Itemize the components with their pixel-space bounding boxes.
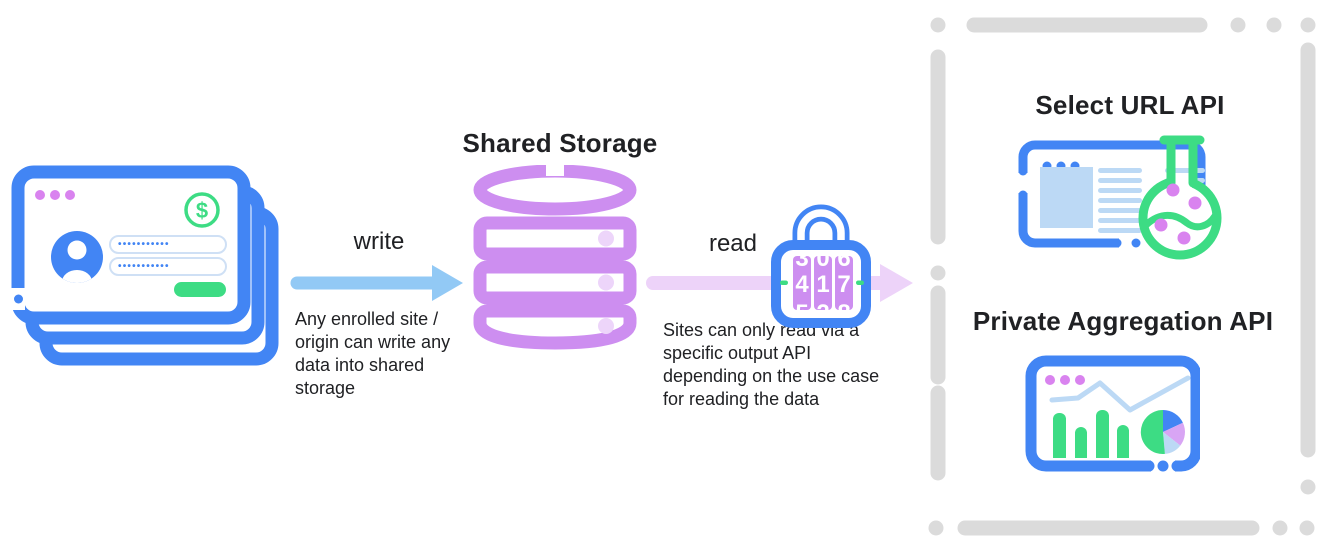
dial-marker-left bbox=[780, 280, 788, 285]
border-dot bbox=[1157, 460, 1169, 472]
write-label: write bbox=[353, 228, 405, 255]
user-avatar-icon bbox=[51, 231, 103, 283]
password-value-2: ••••••••••• bbox=[118, 261, 170, 272]
private-aggregation-api-title: Private Aggregation API bbox=[972, 306, 1274, 336]
svg-text:3: 3 bbox=[795, 245, 808, 272]
svg-text:8: 8 bbox=[837, 300, 850, 327]
svg-text:2: 2 bbox=[816, 300, 829, 327]
read-description: Sites can only read via a specific outpu… bbox=[663, 320, 880, 409]
write-arrow-icon bbox=[290, 265, 463, 301]
flask-bubbles bbox=[1154, 183, 1202, 245]
select-url-api-title: Select URL API bbox=[1035, 90, 1225, 120]
pie-chart bbox=[1140, 409, 1185, 454]
database-band-1 bbox=[473, 216, 637, 261]
lock-dial-1[interactable]: 3 4 5 bbox=[793, 245, 811, 327]
svg-text:7: 7 bbox=[837, 271, 850, 298]
private-aggregation-api-icon bbox=[1025, 355, 1200, 472]
dial-marker-right bbox=[856, 280, 864, 285]
write-description: Any enrolled site / origin can write any… bbox=[295, 309, 451, 398]
database-band-2 bbox=[473, 260, 637, 305]
output-gate-dashed-frame bbox=[928, 17, 1316, 536]
flask-liquid-line bbox=[1142, 211, 1219, 231]
svg-text:5: 5 bbox=[795, 300, 808, 327]
dollar-icon: $ bbox=[184, 192, 220, 228]
select-url-api-icon bbox=[1017, 135, 1222, 260]
shared-storage-title: Shared Storage bbox=[462, 128, 658, 158]
svg-text:4: 4 bbox=[795, 271, 809, 298]
read-label: read bbox=[708, 230, 758, 257]
database-band-3 bbox=[473, 304, 637, 350]
submit-button[interactable] bbox=[174, 282, 226, 297]
flask-icon bbox=[1138, 135, 1222, 260]
bar-chart bbox=[1053, 410, 1129, 458]
password-field-2[interactable]: ••••••••••• bbox=[109, 257, 227, 276]
window-dots-icon bbox=[35, 190, 75, 200]
svg-text:6: 6 bbox=[837, 245, 850, 272]
card-border-dot bbox=[14, 294, 23, 304]
lock-dial-3[interactable]: 6 7 8 bbox=[835, 245, 853, 327]
lock-dial-2[interactable]: 0 1 2 bbox=[814, 245, 832, 327]
window-dots-icon bbox=[1045, 375, 1085, 385]
line-chart bbox=[1049, 375, 1191, 413]
svg-text:1: 1 bbox=[816, 271, 829, 298]
password-value-1: ••••••••••• bbox=[118, 239, 170, 250]
combination-lock-icon: 3 4 5 0 1 2 6 7 8 bbox=[771, 204, 871, 328]
password-field-1[interactable]: ••••••••••• bbox=[109, 235, 227, 254]
database-top-notch bbox=[546, 165, 564, 176]
database-icon bbox=[473, 165, 637, 350]
enrolled-sites-illustration: $ ••••••••••• ••••••••••• bbox=[10, 165, 279, 366]
svg-text:$: $ bbox=[196, 198, 208, 223]
content-block bbox=[1040, 167, 1093, 228]
border-dot bbox=[1131, 238, 1141, 248]
svg-text:0: 0 bbox=[816, 245, 829, 272]
